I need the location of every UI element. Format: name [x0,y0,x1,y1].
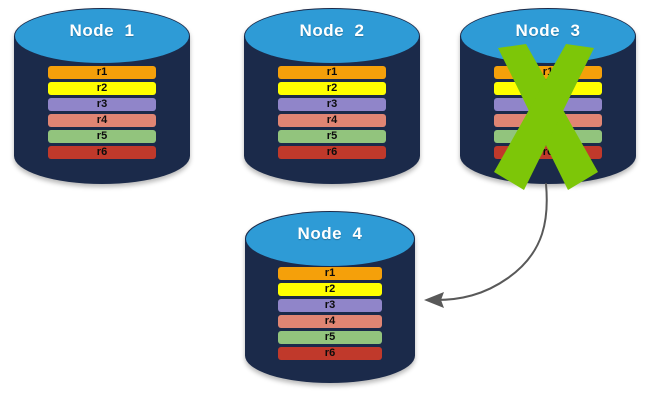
record-row[interactable]: r6 [278,146,386,159]
record-row[interactable]: r6 [494,146,602,159]
node-2-label: Node 2 [299,21,365,40]
record-row[interactable]: r5 [48,130,156,143]
record-row[interactable]: r3 [278,98,386,111]
record-label: r3 [542,98,554,110]
record-label: r5 [324,331,336,343]
record-row[interactable]: r4 [278,315,382,328]
node-1-records: r1 r2 r3 r4 r5 r6 [14,66,190,159]
record-label: r5 [326,130,338,142]
record-label: r6 [96,146,108,158]
record-label: r4 [326,114,338,126]
record-row[interactable]: r3 [48,98,156,111]
record-label: r6 [326,146,338,158]
node-2-cylinder-top [245,9,419,63]
record-label: r5 [96,130,108,142]
record-row[interactable]: r2 [48,82,156,95]
record-label: r3 [326,98,338,110]
record-label: r2 [326,82,338,94]
record-label: r5 [542,130,554,142]
record-row[interactable]: r4 [278,114,386,127]
node-3-label: Node 3 [515,21,581,40]
node-1-label: Node 1 [69,21,135,40]
node-3-records: r1 r2 r3 r4 r5 r6 [460,66,636,159]
record-row[interactable]: r1 [278,66,386,79]
record-label: r1 [326,66,338,78]
arrowhead-icon [424,292,444,308]
node-1-cylinder-top [15,9,189,63]
node-4[interactable]: Node 4 r1 r2 r3 r4 r5 r6 [245,211,415,383]
record-label: r4 [324,315,336,327]
record-label: r1 [96,66,108,78]
record-label: r1 [542,66,554,78]
record-row[interactable]: r2 [278,82,386,95]
node-3[interactable]: Node 3 r1 r2 r3 r4 r5 r6 [460,8,636,184]
node-2-records: r1 r2 r3 r4 r5 r6 [244,66,420,159]
record-label: r1 [324,267,336,279]
node-4-cylinder-top [246,212,414,266]
record-row[interactable]: r2 [278,283,382,296]
record-row[interactable]: r4 [48,114,156,127]
record-row[interactable]: r6 [278,347,382,360]
node-1[interactable]: Node 1 r1 r2 r3 r4 r5 r6 [14,8,190,184]
record-label: r6 [542,146,554,158]
record-label: r6 [324,347,336,359]
record-row[interactable]: r1 [278,267,382,280]
record-row[interactable]: r3 [494,98,602,111]
record-label: r3 [324,299,336,311]
node-4-records: r1 r2 r3 r4 r5 r6 [245,267,415,360]
record-row[interactable]: r5 [278,130,386,143]
record-row[interactable]: r5 [494,130,602,143]
record-label: r2 [96,82,108,94]
record-row[interactable]: r1 [48,66,156,79]
record-row[interactable]: r3 [278,299,382,312]
record-row[interactable]: r5 [278,331,382,344]
record-row[interactable]: r1 [494,66,602,79]
record-row[interactable]: r6 [48,146,156,159]
record-label: r4 [542,114,554,126]
record-row[interactable]: r4 [494,114,602,127]
node-4-label: Node 4 [297,224,363,243]
record-label: r2 [324,283,336,295]
record-label: r2 [542,82,554,94]
record-label: r3 [96,98,108,110]
node-2[interactable]: Node 2 r1 r2 r3 r4 r5 r6 [244,8,420,184]
record-label: r4 [96,114,108,126]
record-row[interactable]: r2 [494,82,602,95]
